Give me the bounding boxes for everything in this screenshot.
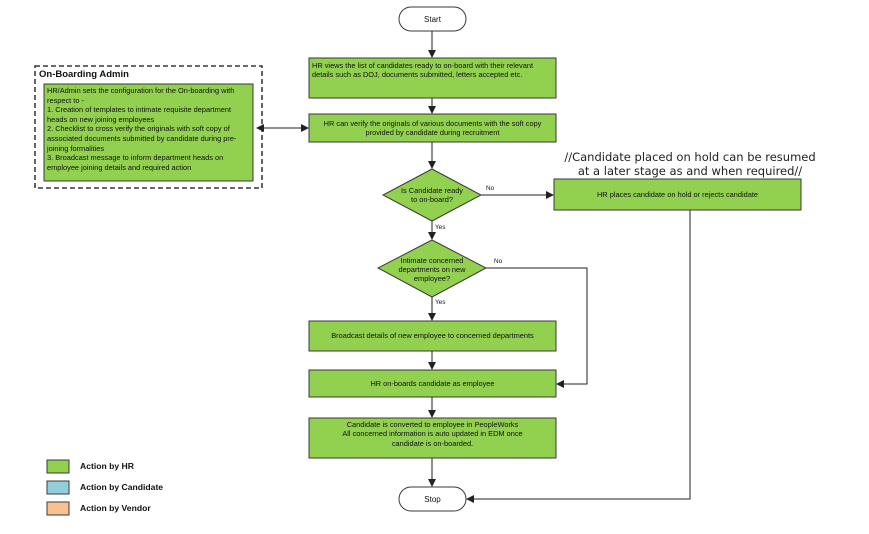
onboard-box <box>308 369 557 398</box>
admin-config-box <box>43 83 254 182</box>
legend-swatch-vendor <box>46 501 70 516</box>
ready-no-label: No <box>486 185 495 192</box>
legend-label-hr: Action by HR <box>80 461 134 471</box>
hold-note-line2: at a later stage as and when required// <box>577 164 803 178</box>
ready-yes-label: Yes <box>435 224 446 231</box>
admin-config-text: HR/Admin sets the configuration for the … <box>47 86 251 172</box>
admin-panel-title: On-Boarding Admin <box>39 69 129 80</box>
broadcast-box <box>308 320 557 352</box>
start-label: Start <box>424 14 441 24</box>
hold-note: //Candidate placed on hold can be resume… <box>560 150 820 178</box>
edge-hold-stop <box>466 210 691 503</box>
converted-box <box>308 417 557 459</box>
converted-text-line2: All concerned information is auto update… <box>342 429 523 448</box>
verify-docs-box <box>308 113 557 143</box>
stop-label: Stop <box>424 494 441 504</box>
intimate-decision-text: Intimate concerned departments on new em… <box>398 255 466 283</box>
admin-config-intro: HR/Admin sets the configuration for the … <box>47 86 235 105</box>
onboard-text: HR on-boards candidate as employee <box>370 378 495 388</box>
converted-text: Candidate is converted to employee in Pe… <box>312 420 553 448</box>
edge-intimate-no <box>486 267 588 388</box>
broadcast-text: Broadcast details of new employee to con… <box>331 331 534 341</box>
admin-config-item-3: 3. Broadcast message to inform departmen… <box>47 153 224 172</box>
intimate-no-label: No <box>494 258 503 265</box>
converted-text-line1: Candidate is converted to employee in Pe… <box>346 420 519 429</box>
admin-config-item-2: 2. Checklist to cross verify the origina… <box>47 124 237 153</box>
legend-swatch-candidate <box>46 480 70 495</box>
hold-reject-text: HR places candidate on hold or rejects c… <box>596 189 759 199</box>
legend-label-candidate: Action by Candidate <box>80 482 164 492</box>
ready-decision-text: Is Candidate ready to on-board? <box>400 186 464 204</box>
hold-note-line1: //Candidate placed on hold can be resume… <box>564 150 816 164</box>
legend-label-vendor: Action by Vendor <box>80 503 151 513</box>
verify-docs-text: HR can verify the originals of various d… <box>323 118 542 137</box>
view-list-text: HR views the list of candidates ready to… <box>312 61 534 80</box>
intimate-yes-label: Yes <box>435 299 446 306</box>
hold-reject-box <box>553 178 802 211</box>
legend-swatch-hr <box>46 459 70 474</box>
admin-config-item-1: 1. Creation of templates to intimate req… <box>47 105 232 124</box>
